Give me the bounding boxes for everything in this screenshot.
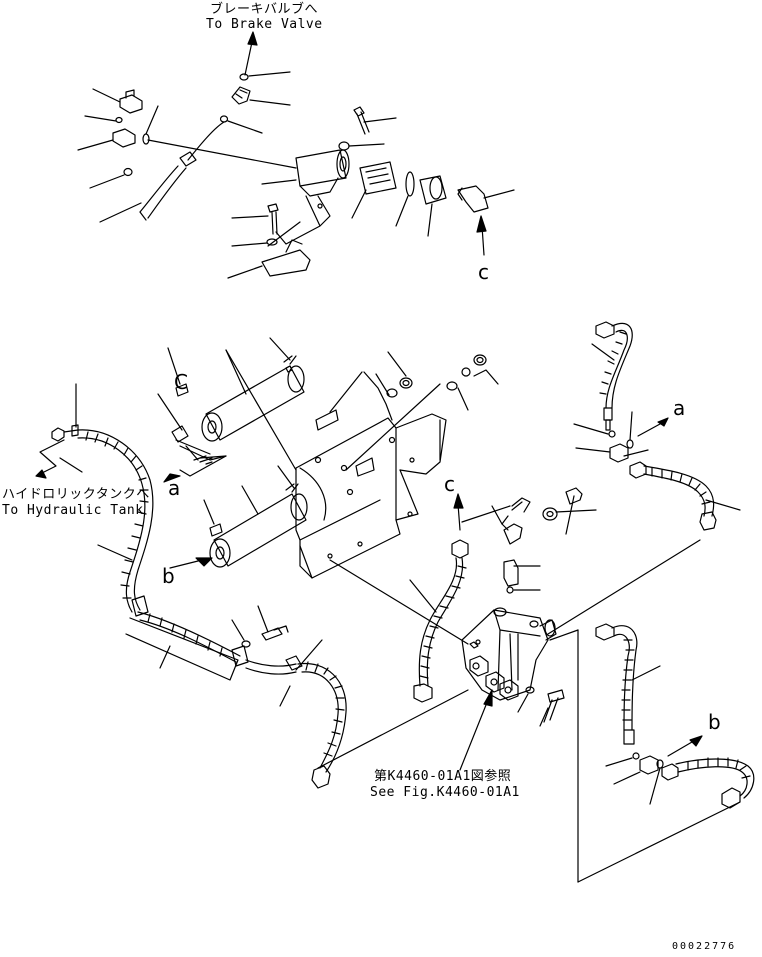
right-lower-hose xyxy=(595,623,755,809)
tank-hose xyxy=(51,383,469,789)
callout-leaders xyxy=(35,439,65,479)
ref-letter-b-left: b xyxy=(162,564,176,588)
ref-letter-c-mid: c xyxy=(444,472,456,496)
top-filter-assembly xyxy=(77,31,515,279)
brake-valve-label-en: To Brake Valve xyxy=(206,17,323,32)
brake-valve-label-jp: ブレーキバルブへ xyxy=(210,2,319,17)
drawing-number: 00022776 xyxy=(672,941,737,952)
hydraulic-tank-label-en: To Hydraulic Tank xyxy=(2,503,144,518)
see-figure-label-jp: 第K4460-01A1図参照 xyxy=(374,769,512,784)
see-figure-label-en: See Fig.K4460-01A1 xyxy=(370,785,520,800)
ref-letter-b-right: b xyxy=(708,710,722,734)
accumulators xyxy=(59,337,308,569)
ref-letter-c-bracket: C xyxy=(174,370,189,394)
mounting-plate xyxy=(295,351,499,645)
right-upper-hose xyxy=(573,321,741,531)
hydraulic-tank-label-jp: ハイドロリックタンクへ xyxy=(2,487,150,502)
center-hose-valve xyxy=(409,487,741,883)
ref-letter-c-top: c xyxy=(478,260,490,284)
ref-letter-a-right: a xyxy=(673,396,686,420)
ref-letter-a-left: a xyxy=(168,476,181,500)
